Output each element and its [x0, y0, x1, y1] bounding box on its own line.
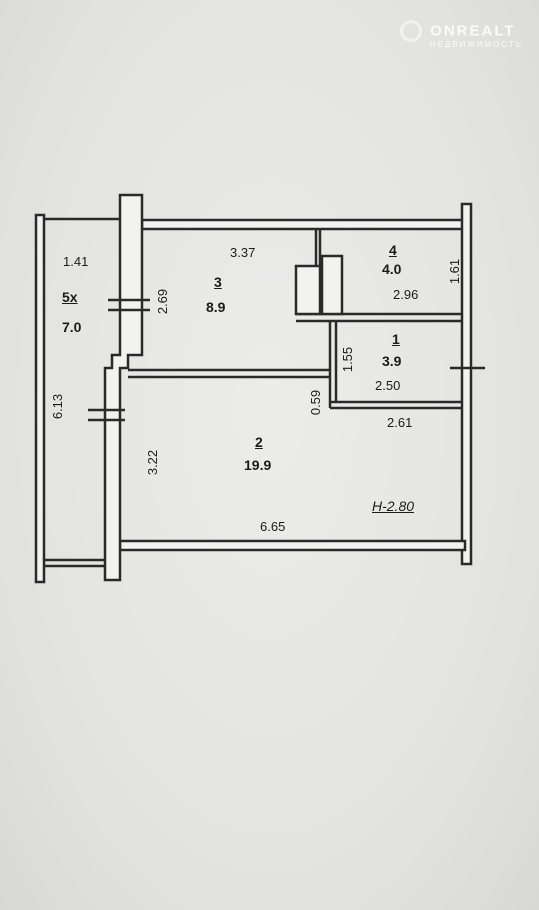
dimension-label: 1.61: [447, 258, 463, 285]
logo-icon: [399, 20, 422, 42]
dimension-label: 6.65: [260, 519, 286, 534]
dimension-label: 2.96: [393, 287, 419, 302]
room-1-area: 3.9: [382, 353, 402, 369]
dimension-label: 2.50: [375, 378, 401, 393]
onrealt-logo: ONREALT НЕДВИЖИМОСТЬ: [399, 20, 523, 49]
room-5-area: 7.0: [62, 319, 82, 335]
dimension-label: 3.22: [145, 449, 161, 476]
logo-name: ONREALT: [430, 22, 516, 40]
left-outer-wall: [103, 193, 144, 582]
dimension-label: 1.55: [340, 346, 356, 373]
top-wall: [140, 218, 467, 231]
dimension-label: 2.61: [387, 415, 413, 430]
wall-lines: [34, 193, 485, 584]
dimension-label: 6.13: [50, 393, 66, 420]
room-3-area: 8.9: [206, 299, 226, 315]
balcony-left-wall: [34, 213, 46, 584]
vent-shaft: [294, 264, 322, 316]
dimension-label: 0.59: [308, 389, 324, 416]
room-1-number: 1: [392, 331, 400, 347]
room-2-number: 2: [255, 434, 263, 450]
dimension-label: 2.69: [155, 288, 171, 315]
vent-shaft-2: [320, 254, 344, 316]
right-wall: [460, 202, 473, 566]
dimension-label: 3.37: [230, 245, 256, 260]
dimension-label: 1.41: [63, 254, 89, 269]
logo-subtitle: НЕДВИЖИМОСТЬ: [429, 40, 523, 49]
room-4-area: 4.0: [382, 261, 402, 277]
room-4-number: 4: [389, 242, 397, 258]
room-2-area: 19.9: [244, 457, 272, 473]
room-5-number: 5х: [62, 289, 78, 305]
room-3-number: 3: [214, 274, 222, 290]
ceiling-height-label: Н-2.80: [372, 498, 415, 514]
bottom-wall: [118, 539, 467, 552]
